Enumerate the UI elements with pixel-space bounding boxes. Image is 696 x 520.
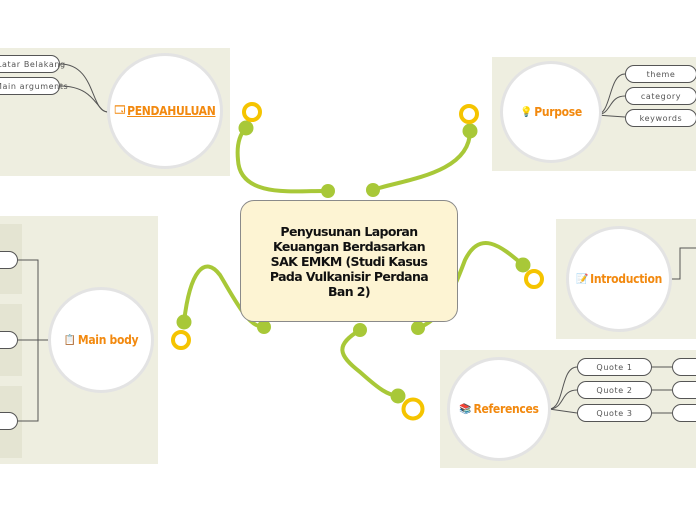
purpose-child-category[interactable]: category xyxy=(625,87,696,105)
main-body-child-3[interactable] xyxy=(0,412,18,430)
node-dot xyxy=(257,320,271,334)
purpose-topic[interactable]: 💡Purpose xyxy=(500,61,602,163)
central-topic-label: Penyusunan Laporan Keuangan Berdasarkan … xyxy=(269,223,429,299)
pendahuluan-topic[interactable]: 🗔PENDAHULUAN xyxy=(107,53,223,169)
link-references-2 xyxy=(548,389,578,410)
link-introduction-1 xyxy=(670,247,696,280)
memo-icon: 📝 xyxy=(576,273,589,285)
ring-purpose xyxy=(459,104,479,124)
references-child-quote-3[interactable]: Quote 3 xyxy=(577,404,652,422)
link-main-body-3 xyxy=(18,339,48,422)
references-label: References xyxy=(473,402,539,416)
quote-1-subchild[interactable] xyxy=(672,358,696,376)
references-child-quote-1[interactable]: Quote 1 xyxy=(577,358,652,376)
node-dot xyxy=(390,388,406,404)
link-references-3 xyxy=(548,408,578,414)
window-icon: 🗔 xyxy=(114,104,126,116)
quote-2-subchild[interactable] xyxy=(672,381,696,399)
node-dot xyxy=(321,184,335,198)
main-body-child-2[interactable] xyxy=(0,331,18,349)
main-body-topic[interactable]: 📋Main body xyxy=(48,287,154,393)
ring-main-body xyxy=(171,330,191,350)
clipboard-icon: 📋 xyxy=(63,334,76,346)
ring-introduction xyxy=(524,269,544,289)
references-child-quote-2[interactable]: Quote 2 xyxy=(577,381,652,399)
purpose-label: Purpose xyxy=(534,105,582,119)
node-dot xyxy=(462,123,478,139)
references-topic[interactable]: 📚References xyxy=(447,357,551,461)
books-icon: 📚 xyxy=(459,403,472,415)
introduction-topic[interactable]: 📝Introduction xyxy=(566,226,672,332)
node-dot xyxy=(366,183,380,197)
purpose-child-theme[interactable]: theme xyxy=(625,65,696,83)
connector-references xyxy=(340,328,400,398)
node-dot xyxy=(176,314,192,330)
pendahuluan-child-1[interactable]: Latar Belakang xyxy=(0,55,65,73)
main-body-child-1[interactable] xyxy=(0,251,18,269)
node-dot xyxy=(411,321,425,335)
connector-pendahuluan xyxy=(235,126,330,194)
introduction-label: Introduction xyxy=(590,272,662,286)
main-body-label: Main body xyxy=(77,333,139,347)
purpose-child-keywords[interactable]: keywords xyxy=(625,109,696,127)
link-main-body-1 xyxy=(18,259,48,341)
ring-pendahuluan xyxy=(242,102,262,122)
node-dot xyxy=(515,257,531,273)
link-references-1 xyxy=(548,366,578,410)
connector-purpose xyxy=(371,129,472,192)
pendahuluan-child-2[interactable]: Main arguments xyxy=(0,77,68,95)
lightbulb-icon: 💡 xyxy=(520,106,533,118)
quote-3-subchild[interactable] xyxy=(672,404,696,422)
pendahuluan-label: PENDAHULUAN xyxy=(127,104,216,118)
node-dot xyxy=(238,120,254,136)
central-topic[interactable]: Penyusunan Laporan Keuangan Berdasarkan … xyxy=(240,200,458,322)
link-pendahuluan-2 xyxy=(59,85,109,113)
ring-references xyxy=(401,397,425,421)
node-dot xyxy=(353,323,367,337)
